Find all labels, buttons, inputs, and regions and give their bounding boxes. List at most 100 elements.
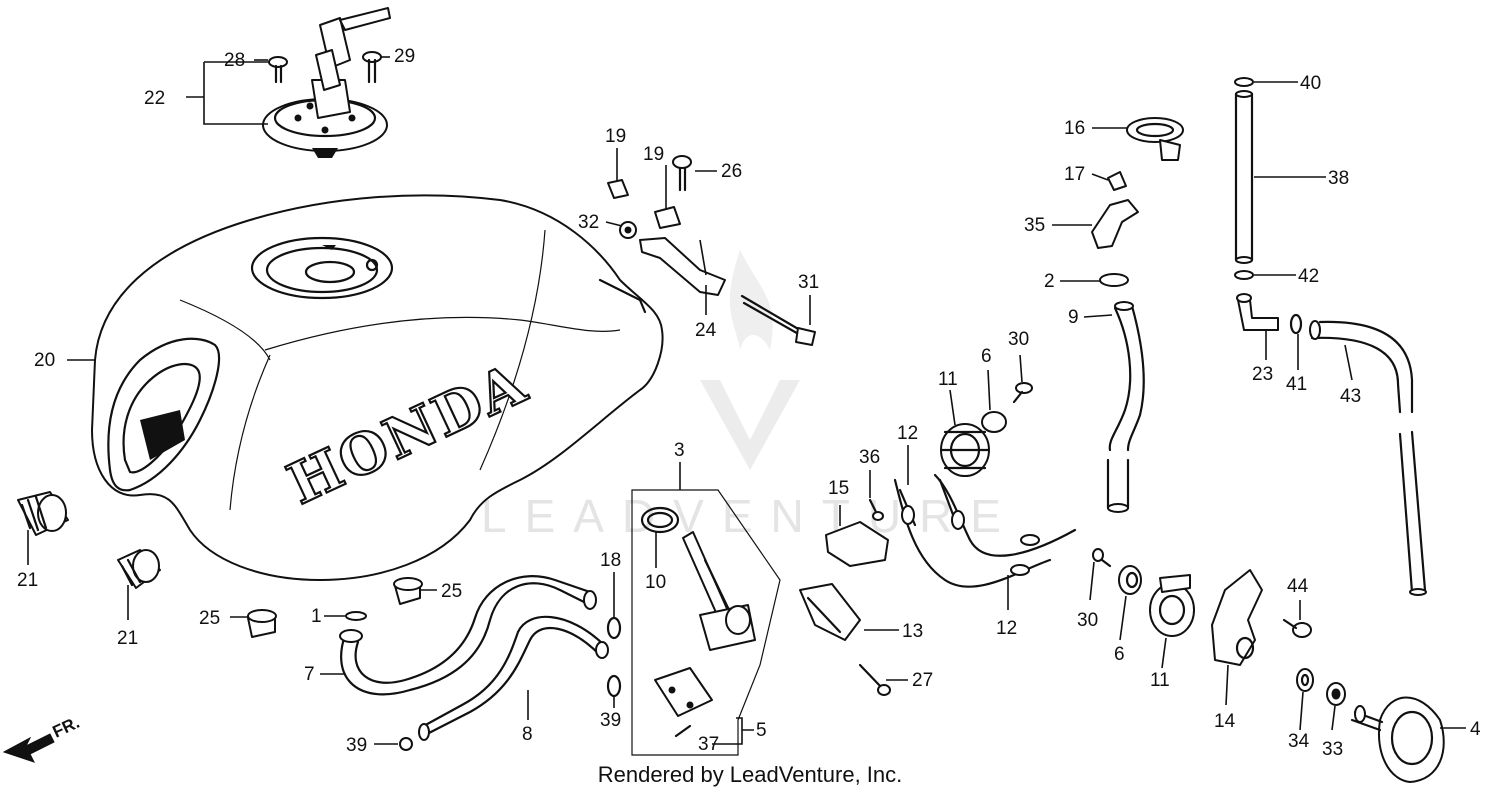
label-11b: 11 [1150, 670, 1170, 691]
grommet-6b[interactable] [1118, 565, 1142, 595]
clip-2[interactable] [1099, 273, 1129, 287]
label-4: 4 [1470, 719, 1481, 740]
label-36: 36 [859, 447, 880, 468]
clip-39a[interactable] [606, 674, 622, 698]
cable-12[interactable] [893, 473, 1077, 588]
clip-18[interactable] [606, 616, 622, 640]
clip-42[interactable] [1234, 270, 1254, 280]
rubber-21b[interactable] [117, 549, 161, 589]
label-30a: 30 [1008, 329, 1029, 350]
bolt-31[interactable] [740, 294, 816, 346]
label-32: 32 [578, 212, 599, 233]
screw-30b[interactable] [1092, 548, 1112, 568]
label-6b: 6 [1114, 644, 1125, 665]
label-19b: 19 [643, 144, 664, 165]
label-9: 9 [1068, 307, 1079, 328]
fuel-cock-assembly[interactable] [631, 489, 781, 756]
rubber-25b[interactable] [247, 609, 277, 638]
clip-41[interactable] [1289, 313, 1303, 335]
label-25a: 25 [441, 581, 462, 602]
label-25b: 25 [199, 608, 220, 629]
holder-15[interactable] [825, 521, 889, 567]
label-23: 23 [1252, 364, 1273, 385]
label-27: 27 [912, 670, 933, 691]
nut-32[interactable] [619, 221, 637, 239]
grommet-6a[interactable] [981, 411, 1007, 433]
fuel-cap-4[interactable] [1350, 696, 1445, 783]
label-6a: 6 [981, 346, 992, 367]
bolt-44[interactable] [1282, 618, 1312, 638]
front-arrow-icon [2, 733, 55, 763]
breather-cap-16[interactable] [1126, 117, 1184, 161]
label-1: 1 [311, 606, 322, 627]
joint-23[interactable] [1236, 293, 1279, 331]
label-31: 31 [798, 272, 819, 293]
fuel-cock-lever[interactable] [799, 583, 861, 641]
breather-tube-9[interactable] [1106, 301, 1145, 513]
label-17: 17 [1064, 164, 1085, 185]
washer-33[interactable] [1326, 682, 1346, 706]
label-42: 42 [1298, 266, 1319, 287]
label-15: 15 [828, 478, 849, 499]
washer-34[interactable] [1296, 668, 1314, 692]
label-43: 43 [1340, 386, 1361, 407]
clip-17[interactable] [1107, 171, 1127, 191]
front-direction-marker: FR. [2, 713, 83, 763]
label-7: 7 [304, 664, 315, 685]
label-30b: 30 [1077, 610, 1098, 631]
label-28: 28 [224, 50, 245, 71]
drain-tube-43[interactable] [1309, 320, 1427, 596]
clip-39b[interactable] [399, 737, 413, 751]
part-labels: 22 28 29 20 19 19 26 32 24 31 21 21 25 2… [17, 46, 1481, 760]
label-33: 33 [1322, 739, 1343, 760]
render-credit: Rendered by LeadVenture, Inc. [597, 762, 903, 787]
stay-14[interactable] [1211, 569, 1263, 666]
screw-27[interactable] [858, 663, 891, 696]
collar-19b[interactable] [654, 206, 681, 229]
label-34: 34 [1288, 731, 1310, 752]
screw-30a[interactable] [1012, 382, 1033, 404]
label-41: 41 [1286, 374, 1307, 395]
label-29: 29 [394, 46, 415, 67]
rubber-21a[interactable] [17, 491, 69, 536]
leader-lines [27, 56, 1466, 745]
clip-40[interactable] [1234, 77, 1254, 87]
label-39a: 39 [600, 710, 621, 731]
clip-1[interactable] [345, 611, 367, 621]
label-10: 10 [645, 572, 666, 593]
bracket-24[interactable] [639, 237, 726, 296]
bolt-26[interactable] [672, 155, 692, 192]
label-3: 3 [674, 440, 685, 461]
screw-28[interactable] [268, 56, 288, 84]
collar-19a[interactable] [607, 179, 629, 199]
fuel-tank[interactable]: HONDA [91, 194, 664, 581]
fuel-hose-7[interactable] [339, 575, 597, 696]
label-22: 22 [144, 88, 165, 109]
label-21b: 21 [117, 628, 138, 649]
label-38: 38 [1328, 168, 1349, 189]
label-14: 14 [1214, 711, 1236, 732]
label-44: 44 [1287, 576, 1309, 597]
meter-unit-11b[interactable] [1149, 574, 1195, 637]
label-8: 8 [522, 724, 533, 745]
fuel-cap-assembly[interactable] [262, 7, 391, 158]
label-11a: 11 [938, 369, 958, 390]
label-16: 16 [1064, 118, 1085, 139]
screw-29[interactable] [362, 51, 382, 84]
label-39b: 39 [346, 735, 367, 756]
label-24: 24 [695, 320, 717, 341]
joint-35[interactable] [1091, 199, 1139, 249]
watermark-text: LEADVENTURE [481, 490, 1019, 542]
label-37: 37 [698, 734, 719, 755]
front-label: FR. [50, 713, 83, 742]
drain-tube-38[interactable] [1234, 90, 1254, 264]
label-40: 40 [1300, 73, 1321, 94]
label-21a: 21 [17, 570, 38, 591]
rubber-25a[interactable] [393, 577, 423, 605]
label-20: 20 [34, 350, 55, 371]
meter-unit-11a[interactable] [940, 423, 990, 477]
screw-36[interactable] [868, 498, 884, 521]
label-35: 35 [1024, 215, 1045, 236]
fuel-hose-8[interactable] [418, 615, 609, 741]
